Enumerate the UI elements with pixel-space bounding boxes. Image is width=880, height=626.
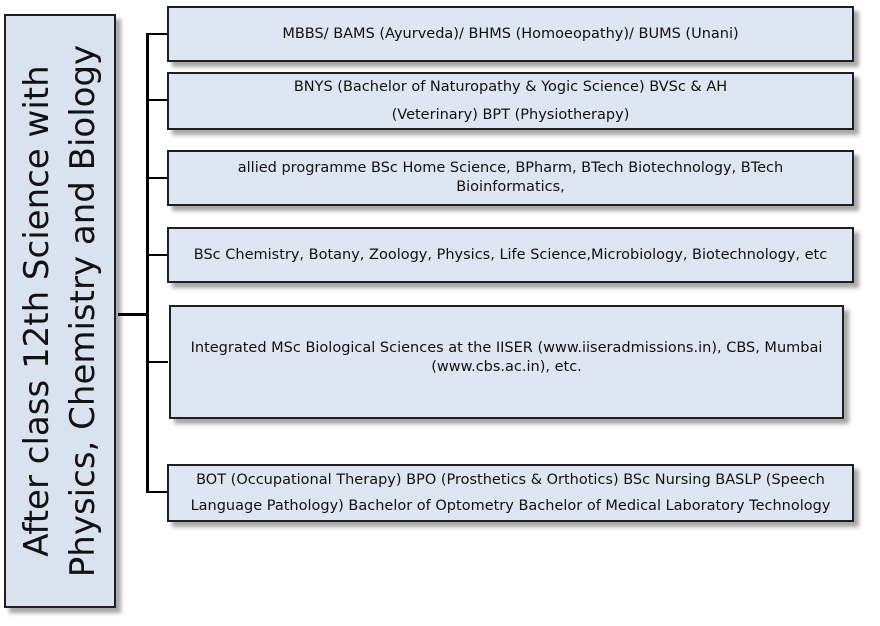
root-label-line-2: Physics, Chemistry and Biology [63,44,103,578]
program-box-integrated-msc: Integrated MSc Biological Sciences at th… [169,305,844,419]
connector-branch-4 [146,254,168,256]
connector-branch-5 [146,361,168,363]
connector-branch-6 [146,491,168,493]
connector-branch-3 [146,177,168,179]
connector-stem [118,313,148,316]
program-box-bsc: BSc Chemistry, Botany, Zoology, Physics,… [167,227,854,283]
root-label-line-1: After class 12th Science with [17,65,57,557]
connector-branch-1 [146,33,168,35]
program-box-paramedical: BOT (Occupational Therapy) BPO (Prosthet… [167,464,854,522]
program-text: BOT (Occupational Therapy) BPO (Prosthet… [190,472,831,514]
program-box-medical: MBBS/ BAMS (Ayurveda)/ BHMS (Homoeopathy… [167,6,854,62]
program-text: allied programme BSc Home Science, BPhar… [237,160,784,195]
program-text: BSc Chemistry, Botany, Zoology, Physics,… [193,247,828,263]
program-text: MBBS/ BAMS (Ayurveda)/ BHMS (Homoeopathy… [282,26,739,42]
root-box: After class 12th Science with Physics, C… [4,14,116,608]
program-text: BNYS (Bachelor of Naturopathy & Yogic Sc… [293,79,728,123]
program-text: Integrated MSc Biological Sciences at th… [190,339,823,375]
connector-branch-2 [146,99,168,101]
program-box-naturopathy: BNYS (Bachelor of Naturopathy & Yogic Sc… [167,72,854,130]
program-box-allied: allied programme BSc Home Science, BPhar… [167,150,854,206]
connector-trunk [146,33,149,493]
root-label: After class 12th Science with Physics, C… [14,14,106,608]
